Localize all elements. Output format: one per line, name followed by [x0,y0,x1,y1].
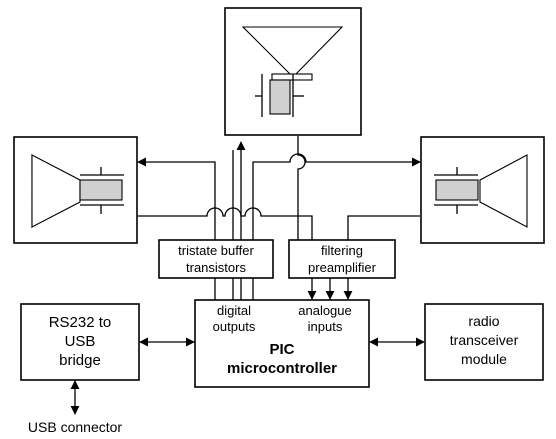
wire-left-transducer-to-preamp [138,207,313,240]
analogue-inputs-line2: inputs [308,319,343,334]
pic-label-line2: microcontroller [227,360,337,377]
crystal-element [435,179,479,201]
digital-outputs-line1: digital [217,303,251,318]
digital-outputs-line2: outputs [213,319,256,334]
radio-label-line2: transceiver [450,332,519,348]
tristate-label-line2: transistors [186,260,246,275]
left-transducer [13,136,138,244]
wire-top-transducer-to-preamp [297,136,306,240]
rs232-label-line2: USB [65,333,96,350]
transducer-neck [271,73,313,81]
crystal-element [79,179,123,201]
rs232-usb-bridge-block: RS232 to USB bridge [20,303,140,381]
tristate-label-line1: tristate buffer [178,243,254,258]
filtering-preamplifier-block: filtering preamplifier [288,239,396,279]
horn-shape [479,154,528,228]
rs232-label-line3: bridge [59,352,101,369]
rs232-label-line1: RS232 to [49,314,112,331]
pic-microcontroller-block: digital outputs analogue inputs PIC micr… [194,299,370,388]
radio-transceiver-block: radio transceiver module [424,303,544,381]
right-transducer [420,136,545,244]
wire-tristate-to-left-transducer [137,157,216,300]
analogue-inputs-line1: analogue [298,303,352,318]
usb-connector-label: USB connector [28,419,122,435]
top-transducer [224,7,362,136]
crystal-element [269,79,291,115]
preamp-label-line2: preamplifier [308,260,377,275]
wire-right-transducer-to-preamp [347,215,420,240]
pic-label-line1: PIC [269,341,294,358]
wire-tristate-to-right-transducer [252,153,421,300]
tristate-buffer-block: tristate buffer transistors [158,239,274,279]
preamp-label-line1: filtering [321,243,363,258]
radio-label-line1: radio [468,313,499,329]
radio-label-line3: module [461,351,507,367]
